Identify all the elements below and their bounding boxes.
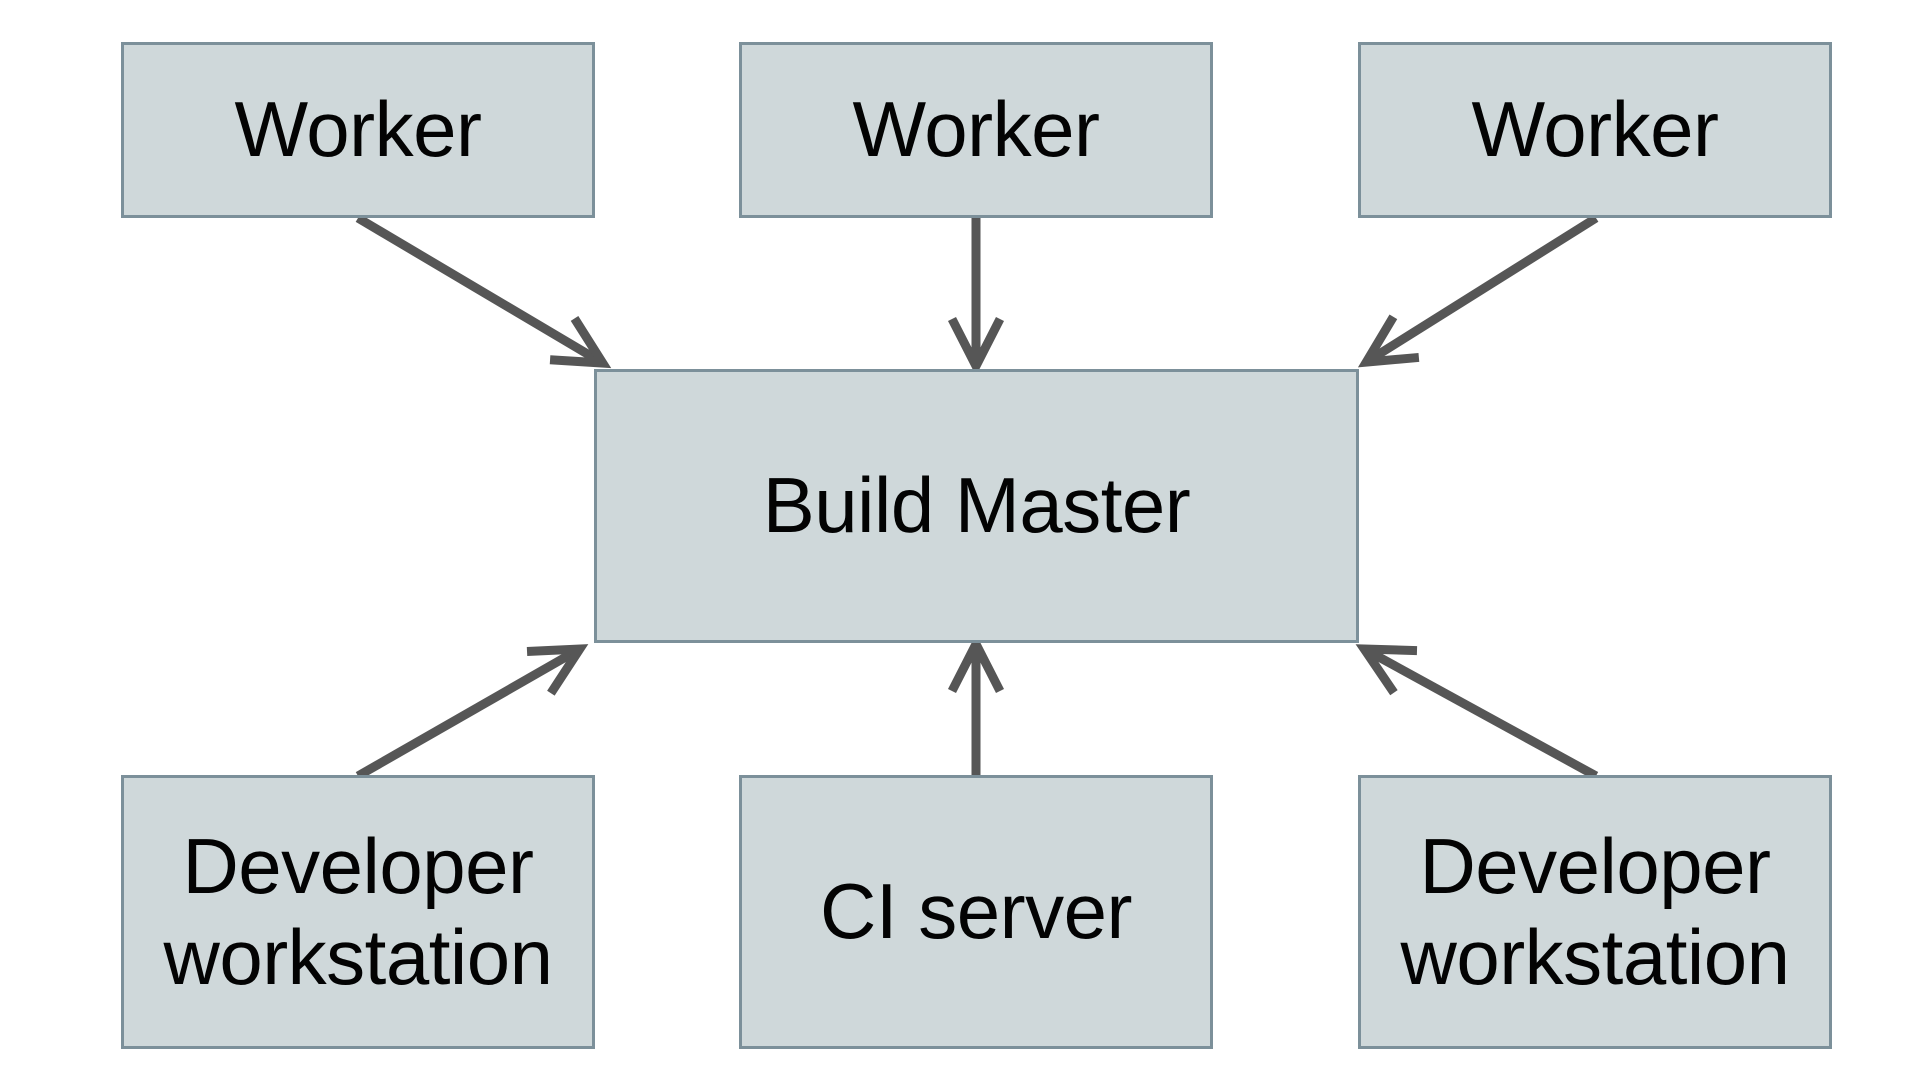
- node-worker-2: Worker: [739, 42, 1213, 218]
- node-worker-1: Worker: [121, 42, 595, 218]
- node-dev-workstation-2-label: Developer workstation: [1400, 821, 1791, 1001]
- arrow-worker-1-to-build-master: [355, 214, 612, 369]
- node-worker-2-label: Worker: [852, 85, 1100, 174]
- node-dev-workstation-1: Developer workstation: [121, 775, 595, 1049]
- node-dev-workstation-2: Developer workstation: [1358, 775, 1832, 1049]
- node-build-master-label: Build Master: [762, 461, 1191, 550]
- node-worker-3: Worker: [1358, 42, 1832, 218]
- node-dev-workstation-1-label: Developer workstation: [163, 821, 554, 1001]
- node-worker-1-label: Worker: [234, 85, 482, 174]
- arrow-dev-workstation-1-to-build-master: [355, 644, 589, 780]
- arrow-worker-3-to-build-master: [1357, 214, 1599, 368]
- node-worker-3-label: Worker: [1471, 85, 1719, 174]
- arrow-dev-workstation-2-to-build-master: [1355, 644, 1599, 780]
- node-ci-server: CI server: [739, 775, 1213, 1049]
- node-ci-server-label: CI server: [820, 867, 1132, 956]
- node-build-master: Build Master: [594, 369, 1359, 643]
